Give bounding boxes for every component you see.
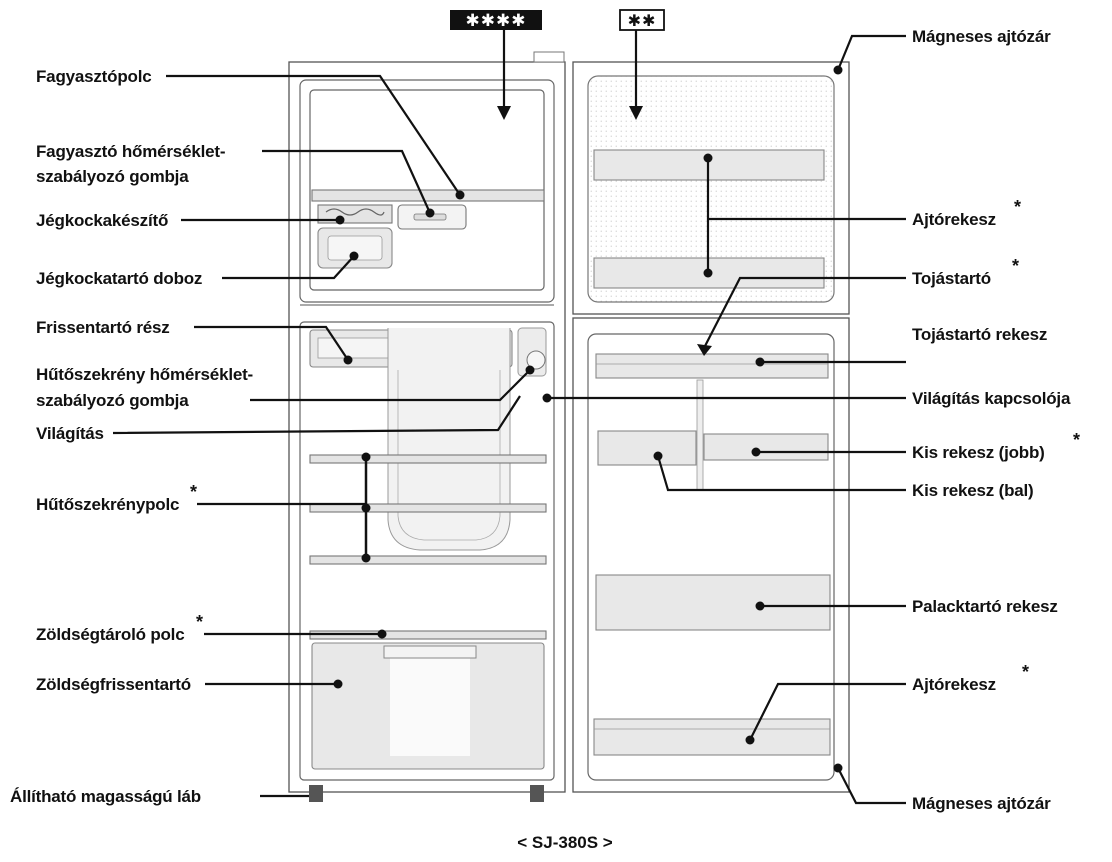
label-gasket-top: Mágneses ajtózár — [912, 27, 1051, 46]
freezer-rating-box — [450, 10, 542, 30]
doors — [572, 61, 850, 793]
fridge-shelf-3 — [309, 555, 547, 565]
label-small-pocket-right-star: * — [1073, 430, 1080, 450]
fridge-shelf-2 — [309, 503, 547, 513]
pointer-dots — [333, 65, 843, 773]
label-ice-maker: Jégkockakészítő — [36, 211, 168, 230]
label-veg-shelf-star: * — [196, 612, 203, 632]
label-fridge-shelf: Hűtőszekrénypolc — [36, 495, 179, 514]
crisper-window — [390, 656, 470, 756]
pocket-divider — [696, 379, 704, 491]
label-bottle-pocket: Palacktartó rekesz — [912, 597, 1058, 616]
label-egg-tray-star: * — [1012, 256, 1019, 276]
label-leg: Állítható magasságú láb — [10, 787, 201, 806]
leg-right — [530, 785, 544, 802]
freezer-rating-symbol: ✱✱✱✱ — [466, 11, 527, 30]
label-light: Világítás — [36, 424, 104, 443]
label-freezer-shelf: Fagyasztópolc — [36, 67, 151, 86]
fridge-shelf-1 — [309, 454, 547, 464]
label-ice-box: Jégkockatartó doboz — [36, 269, 202, 288]
ice-maker-twist — [325, 208, 385, 216]
small-pocket-right-drawing — [703, 433, 829, 461]
door-pocket-bottom-drawing — [593, 718, 831, 756]
label-gasket-bottom: Mágneses ajtózár — [912, 794, 1051, 813]
label-egg-pocket: Tojástartó rekesz — [912, 325, 1047, 344]
label-veg-shelf: Zöldségtároló polc — [36, 625, 184, 644]
right-labels: Mágneses ajtózár Ajtórekesz * Tojástartó… — [912, 27, 1080, 813]
leg-left — [309, 785, 323, 802]
fridge-compartment — [299, 321, 555, 781]
label-door-pocket-bottom: Ajtórekesz — [912, 675, 996, 694]
air-duct-inner — [397, 370, 501, 541]
label-light-switch: Világítás kapcsolója — [912, 389, 1071, 408]
freezer-rating-badge: ✱✱✱✱ — [450, 10, 542, 30]
door-rating-box — [619, 9, 665, 31]
label-door-pocket-bottom-star: * — [1022, 662, 1029, 682]
label-door-pocket-top: Ajtórekesz — [912, 210, 996, 229]
model-caption: < SJ-380S > — [517, 833, 613, 852]
freezer-compartment — [299, 79, 555, 303]
label-door-pocket-top-star: * — [1014, 197, 1021, 217]
egg-pocket-drawing — [595, 353, 829, 379]
fridge-knob-drawing — [526, 350, 546, 370]
label-chiller: Frissentartó rész — [36, 318, 170, 337]
air-duct — [387, 328, 511, 551]
small-pocket-left-drawing — [597, 430, 697, 466]
hinge-cap — [533, 51, 565, 63]
bottle-pocket-drawing — [595, 574, 831, 631]
door-rating-symbol: ✱✱ — [628, 13, 657, 30]
left-labels: Fagyasztópolc Fagyasztó hőmérséklet- sza… — [10, 67, 253, 806]
label-crisper: Zöldségfrissentartó — [36, 675, 191, 694]
label-freezer-temp-knob-line2: szabályozó gombja — [36, 167, 189, 186]
label-small-pocket-left: Kis rekesz (bal) — [912, 481, 1034, 500]
rating-arrows — [497, 30, 643, 120]
label-freezer-temp-knob: Fagyasztó hőmérséklet- — [36, 142, 225, 161]
label-fridge-shelf-star: * — [190, 482, 197, 502]
label-egg-tray: Tojástartó — [912, 269, 991, 288]
door-rating-badge: ✱✱ — [619, 9, 665, 31]
freezer-shelf-drawing — [311, 189, 545, 202]
cabinet — [288, 51, 566, 802]
leader-lines — [112, 34, 906, 805]
label-fridge-temp-knob-line2: szabályozó gombja — [36, 391, 189, 410]
crisper-handle — [383, 645, 477, 659]
label-small-pocket-right: Kis rekesz (jobb) — [912, 443, 1045, 462]
freezer-door-liner — [587, 75, 835, 303]
label-fridge-temp-knob: Hűtőszekrény hőmérséklet- — [36, 365, 253, 384]
